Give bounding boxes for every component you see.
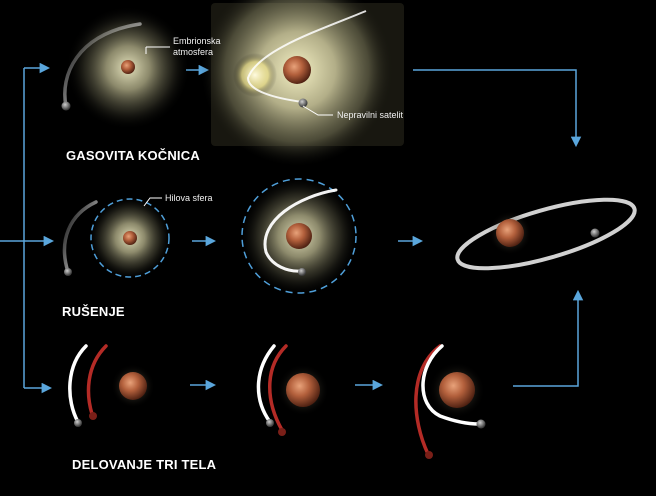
three-body-stage-2 <box>256 344 329 436</box>
red-body <box>425 451 433 459</box>
planet-body <box>496 219 524 247</box>
arrow-three-body-to-result <box>513 289 584 387</box>
irregular-satellite-body <box>61 101 71 111</box>
irregular-satellite-body <box>298 98 308 108</box>
white-body <box>266 419 274 427</box>
three-body-stage-3 <box>414 344 486 459</box>
planet-body <box>286 223 312 249</box>
gas-drag-stage-2 <box>201 0 404 166</box>
planet-body <box>286 373 320 407</box>
satellite-orbit-trail <box>63 22 142 108</box>
embryonic-atmosphere-label-line1: Embrionska <box>173 36 221 46</box>
collision-section-title: RUŠENJE <box>62 304 125 319</box>
captured-satellite-trail <box>246 10 367 103</box>
hill-sphere-leader <box>143 197 162 207</box>
embryonic-atmosphere-label-line2: atmosfera <box>173 47 214 57</box>
white-body-trail <box>256 344 276 424</box>
satellite-body <box>64 268 72 276</box>
gas-drag-flare <box>233 53 277 97</box>
white-body-trail <box>421 344 481 426</box>
captured-orbit-result <box>455 197 637 271</box>
satellite-body <box>590 228 600 238</box>
planet-body <box>119 372 147 400</box>
gas-drag-section-title: GASOVITA KOČNICA <box>66 148 200 163</box>
gas-drag-stage-1 <box>61 6 190 130</box>
three-body-section-title: DELOVANJE TRI TELA <box>72 457 217 472</box>
planet-body <box>123 231 137 245</box>
red-body-trail <box>268 344 288 432</box>
red-body-trail <box>414 344 442 456</box>
white-body <box>476 419 486 429</box>
red-body <box>89 412 97 420</box>
irregular-satellite-label: Nepravilni satelit <box>337 110 404 120</box>
hill-sphere-label: Hilova sfera <box>165 193 213 203</box>
irregular-satellite-leader <box>302 105 333 116</box>
collision-stage-2 <box>239 176 359 296</box>
hill-sphere-ring <box>241 178 357 294</box>
three-body-stage-1 <box>68 344 155 427</box>
collision-stage-1 <box>62 196 172 280</box>
satellite-orbit-trail <box>62 200 98 274</box>
satellite-orbit-trail <box>263 188 338 273</box>
satellite-body <box>298 268 306 276</box>
captured-orbit-ellipse <box>455 197 637 271</box>
white-body-trail <box>68 344 88 424</box>
planet-body <box>283 56 311 84</box>
embryonic-atmosphere-label: Embrionska atmosfera <box>173 36 221 58</box>
planet-body <box>439 372 475 408</box>
red-body <box>278 428 286 436</box>
planet-body <box>121 60 135 74</box>
red-body-trail <box>86 344 108 416</box>
arrow-gas-to-result <box>413 69 582 148</box>
white-body <box>74 419 82 427</box>
hill-sphere-ring <box>90 198 170 278</box>
